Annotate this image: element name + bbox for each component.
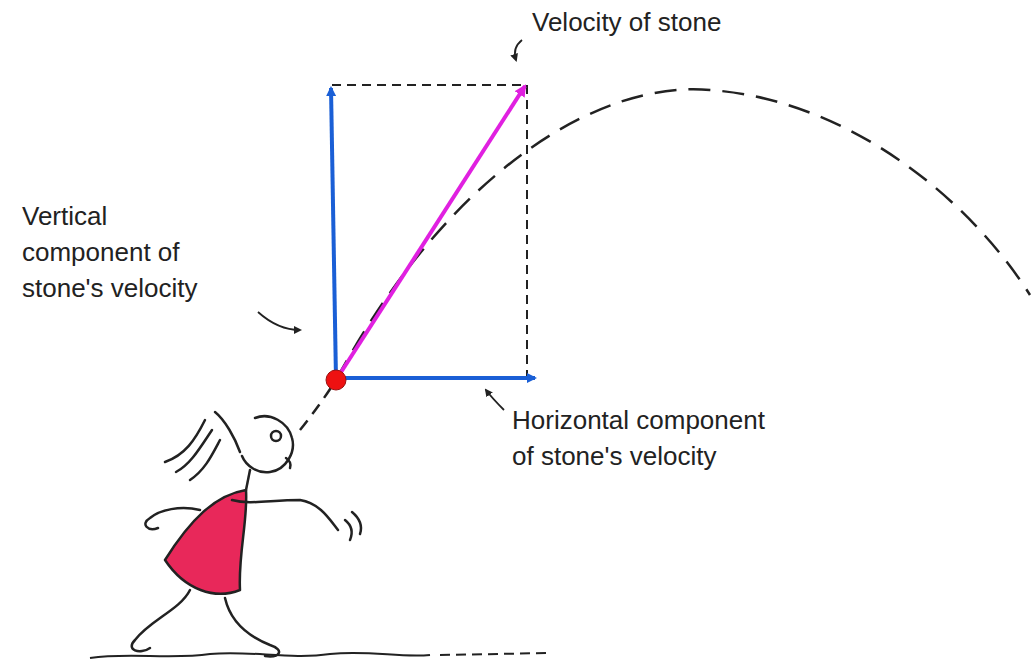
ground <box>90 653 430 658</box>
vertical-vector <box>331 88 336 380</box>
velocity-vector <box>336 86 525 380</box>
girl-figure <box>132 412 361 656</box>
stone <box>326 370 346 390</box>
ground <box>440 653 550 655</box>
horizontal-label: Horizontal component of stone's velocity <box>512 402 782 474</box>
horizontal-vector <box>336 376 535 380</box>
leader-arrow <box>258 312 300 330</box>
trajectory <box>336 89 1030 380</box>
velocity-label: Velocity of stone <box>532 4 792 40</box>
vertical-label: Vertical component of stone's velocity <box>22 198 222 306</box>
leader-arrow <box>515 40 522 60</box>
leader-arrow <box>486 390 504 410</box>
